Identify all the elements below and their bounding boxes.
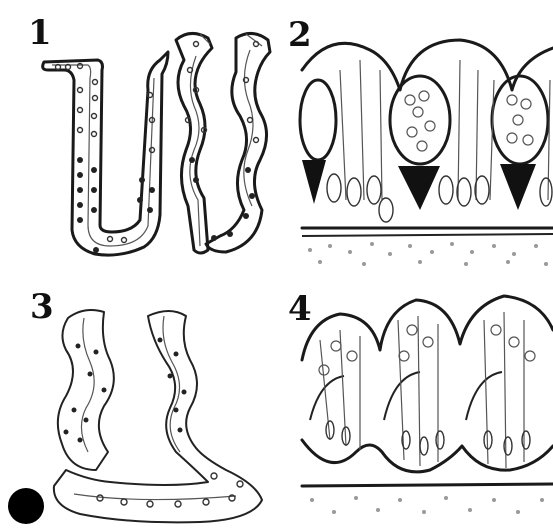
- panel-1-label: 1: [28, 13, 52, 53]
- connective-tissue-dots: [308, 242, 548, 266]
- coiled-gland-drawing: [54, 310, 262, 522]
- goblet-cell: [300, 80, 336, 160]
- panel-2-label: 2: [288, 15, 312, 55]
- panel-2: 2: [288, 15, 553, 266]
- panel-3-label: 3: [30, 287, 54, 327]
- gland-nuclei: [56, 42, 259, 254]
- goblet-cell: [492, 76, 548, 164]
- panel-3: 3: [8, 287, 262, 524]
- folded-epithelium-drawing: [302, 296, 553, 486]
- columnar-epithelium-drawing: [300, 40, 553, 236]
- branched-gland-drawing: [176, 33, 270, 253]
- black-circle-marker: [8, 488, 44, 524]
- panel-4: 4: [288, 289, 553, 514]
- straight-gland-drawing: [43, 52, 168, 255]
- panel-4-label: 4: [288, 289, 312, 329]
- connective-tissue-dots-lower: [310, 496, 544, 514]
- panel-1: 1: [28, 13, 270, 255]
